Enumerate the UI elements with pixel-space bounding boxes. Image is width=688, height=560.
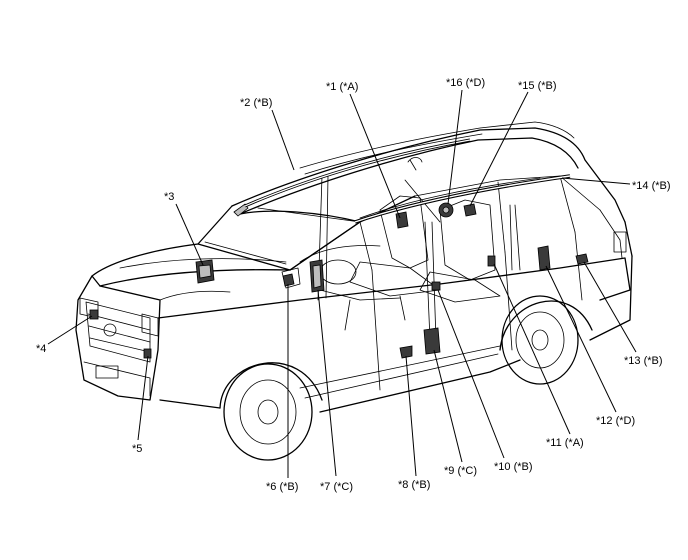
leader-c15 [469,91,529,207]
callout-14: *14 (*B) [632,180,671,192]
leader-c3 [175,203,204,266]
leader-c8 [405,355,417,477]
callout-6: *6 (*B) [266,481,298,493]
callout-4: *4 [36,343,46,355]
leader-c4 [47,315,93,345]
leader-c7 [317,289,337,477]
callout-3: *3 [164,191,174,203]
leader-c2 [271,109,295,171]
leader-c1 [349,93,401,219]
leader-c12 [545,265,617,413]
callout-15: *15 (*B) [518,80,557,92]
callout-11: *11 (*A) [546,437,584,449]
callout-16: *16 (*D) [446,77,485,89]
leader-c13 [583,261,637,353]
callout-1: *1 (*A) [326,81,358,93]
leader-c10 [437,289,505,459]
components [89,138,627,359]
leader-lines [47,89,637,478]
leader-c16 [447,89,463,205]
callout-10: *10 (*B) [494,461,533,473]
callout-7: *7 (*C) [320,481,353,493]
vehicle-interior [257,157,541,341]
callout-12: *12 (*D) [596,415,635,427]
leader-c14 [561,177,631,185]
callout-9: *9 (*C) [444,465,477,477]
leader-c9 [433,349,463,463]
leader-c5 [137,355,149,441]
vehicle-body [75,121,633,461]
leader-c11 [493,263,571,435]
callout-2: *2 (*B) [240,97,272,109]
callout-13: *13 (*B) [624,355,663,367]
callout-8: *8 (*B) [398,479,430,491]
callout-5: *5 [132,443,142,455]
callout-labels: *1 (*A) *2 (*B) *3 *4 *5 *6 (*B) *7 (*C)… [36,77,671,493]
